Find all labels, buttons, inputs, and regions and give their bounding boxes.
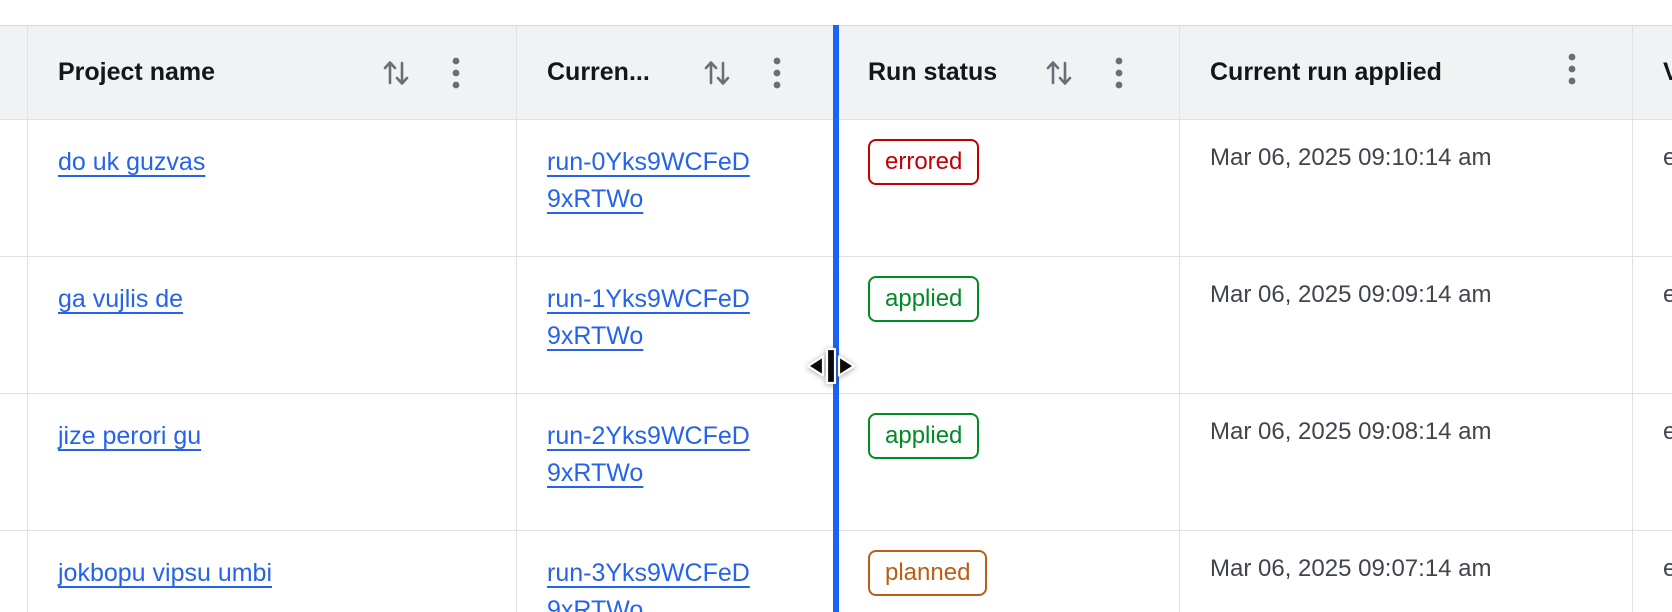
- project-link[interactable]: jokbopu vipsu umbi: [58, 559, 273, 587]
- kebab-icon[interactable]: [1114, 56, 1124, 90]
- current-run-applied-cell: Mar 06, 2025 09:07:14 am: [1180, 531, 1633, 612]
- project-name-cell: do uk guzvas: [28, 120, 517, 256]
- current-run-cell: run-2Yks9WCFeD 9xRTWo: [517, 394, 838, 530]
- column-header-project-name[interactable]: Project name: [28, 26, 517, 119]
- column-label: V: [1663, 58, 1672, 86]
- applied-timestamp: Mar 06, 2025 09:07:14 am: [1210, 555, 1492, 582]
- project-link[interactable]: jize perori gu: [58, 422, 202, 450]
- run-link[interactable]: run-0Yks9WCFeD 9xRTWo: [547, 148, 750, 213]
- spacer-cell: [0, 120, 28, 256]
- sort-arrows-icon[interactable]: [1044, 56, 1074, 90]
- status-badge: planned: [868, 550, 988, 596]
- column-header-current-run-applied[interactable]: Current run applied: [1180, 26, 1633, 119]
- kebab-icon[interactable]: [451, 56, 461, 90]
- applied-timestamp: Mar 06, 2025 09:09:14 am: [1210, 281, 1492, 308]
- run-link[interactable]: run-2Yks9WCFeD 9xRTWo: [547, 422, 750, 487]
- column-label: Project name: [58, 58, 216, 86]
- current-run-applied-cell: Mar 06, 2025 09:08:14 am: [1180, 394, 1633, 530]
- run-link[interactable]: run-1Yks9WCFeD 9xRTWo: [547, 285, 750, 350]
- run-status-cell: applied: [838, 394, 1180, 530]
- project-link[interactable]: do uk guzvas: [58, 148, 206, 176]
- truncated-cell: e: [1633, 120, 1672, 256]
- column-label: Curren...: [547, 58, 650, 86]
- sort-arrows-icon[interactable]: [381, 56, 411, 90]
- project-name-cell: ga vujlis de: [28, 257, 517, 393]
- project-name-cell: jize perori gu: [28, 394, 517, 530]
- column-label: Current run applied: [1210, 58, 1442, 86]
- status-badge: applied: [868, 413, 980, 459]
- column-header-spacer: [0, 26, 28, 119]
- column-header-current-run[interactable]: Curren...: [517, 26, 838, 119]
- spacer-cell: [0, 531, 28, 612]
- run-status-cell: planned: [838, 531, 1180, 612]
- run-status-cell: errored: [838, 120, 1180, 256]
- spacer-cell: [0, 257, 28, 393]
- project-link[interactable]: ga vujlis de: [58, 285, 184, 313]
- kebab-icon[interactable]: [1567, 52, 1577, 86]
- col-resize-cursor: [806, 347, 856, 385]
- column-header-run-status[interactable]: Run status: [838, 26, 1180, 119]
- current-run-applied-cell: Mar 06, 2025 09:09:14 am: [1180, 257, 1633, 393]
- column-label: Run status: [868, 58, 998, 86]
- truncated-cell: e: [1633, 394, 1672, 530]
- status-badge: applied: [868, 276, 980, 322]
- applied-timestamp: Mar 06, 2025 09:08:14 am: [1210, 418, 1492, 445]
- column-resize-handle[interactable]: [833, 25, 839, 612]
- run-status-cell: applied: [838, 257, 1180, 393]
- current-run-cell: run-1Yks9WCFeD 9xRTWo: [517, 257, 838, 393]
- kebab-icon[interactable]: [772, 56, 782, 90]
- current-run-cell: run-3Yks9WCFeD 9xRTWo: [517, 531, 838, 612]
- applied-timestamp: Mar 06, 2025 09:10:14 am: [1210, 144, 1492, 171]
- project-name-cell: jokbopu vipsu umbi: [28, 531, 517, 612]
- run-link[interactable]: run-3Yks9WCFeD 9xRTWo: [547, 559, 750, 612]
- current-run-cell: run-0Yks9WCFeD 9xRTWo: [517, 120, 838, 256]
- spacer-cell: [0, 394, 28, 530]
- column-header-truncated[interactable]: V: [1633, 26, 1672, 119]
- status-badge: errored: [868, 139, 980, 185]
- truncated-cell: e: [1633, 531, 1672, 612]
- truncated-cell: e: [1633, 257, 1672, 393]
- sort-arrows-icon[interactable]: [702, 56, 732, 90]
- current-run-applied-cell: Mar 06, 2025 09:10:14 am: [1180, 120, 1633, 256]
